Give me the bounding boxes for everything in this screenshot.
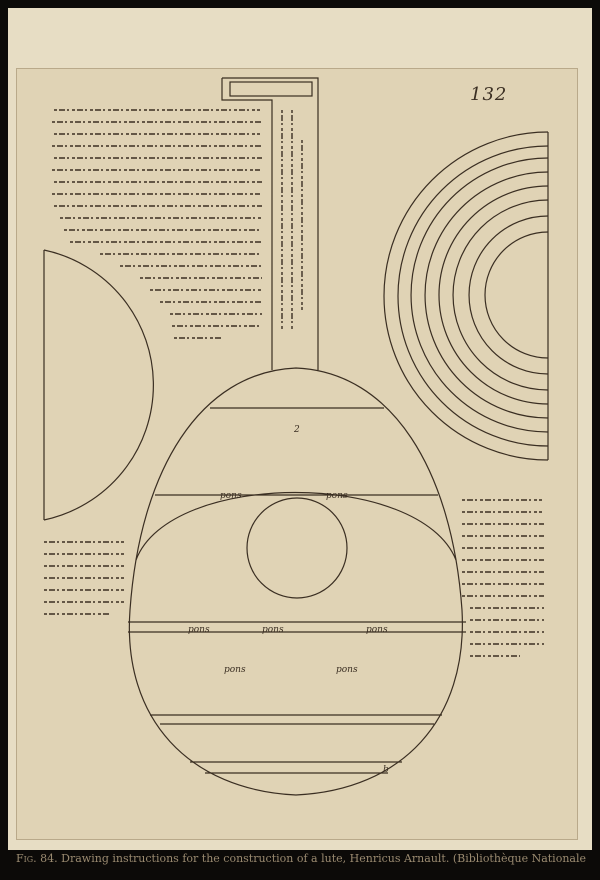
label-pons-mid-right: pons	[366, 625, 388, 635]
manuscript-sheet	[16, 68, 578, 840]
right-arc-4	[424, 171, 549, 419]
right-arc-6	[452, 199, 549, 391]
label-pons-low-right: pons	[336, 665, 358, 675]
label-pons-mid-center: pons	[262, 625, 284, 635]
text-block-lower-left	[44, 541, 124, 615]
label-mark-b: b	[383, 765, 389, 775]
right-arc-3	[410, 157, 549, 433]
label-pons-top-left: pons	[220, 491, 242, 501]
label-pons-mid-left: pons	[188, 625, 210, 635]
figure-caption: Fig. 84. Drawing instructions for the co…	[16, 852, 586, 865]
label-pons-low-left: pons	[224, 665, 246, 675]
lute-neck-outline	[221, 77, 319, 370]
right-arc-8	[484, 231, 549, 359]
right-arc-2	[397, 145, 549, 447]
right-arc-5	[438, 185, 549, 405]
rose-circle	[246, 497, 348, 599]
text-block-right	[462, 499, 544, 657]
page-number: 132	[470, 84, 508, 105]
pegbox	[229, 81, 313, 97]
left-half-circle	[43, 249, 154, 521]
right-arc-7	[468, 215, 549, 375]
label-pons-top-right: pons	[326, 491, 348, 501]
inner-arc	[135, 491, 457, 561]
text-block-neck-vertical	[281, 110, 303, 330]
lute-body-outline	[128, 367, 463, 796]
manuscript-text-marks	[44, 109, 544, 657]
right-arc-1	[383, 131, 549, 461]
caption-figure-number: Fig. 84.	[16, 852, 58, 865]
label-mark-2: 2	[293, 425, 300, 435]
caption-text: Drawing instructions for the constructio…	[61, 852, 586, 865]
text-block-top-left	[52, 109, 262, 339]
